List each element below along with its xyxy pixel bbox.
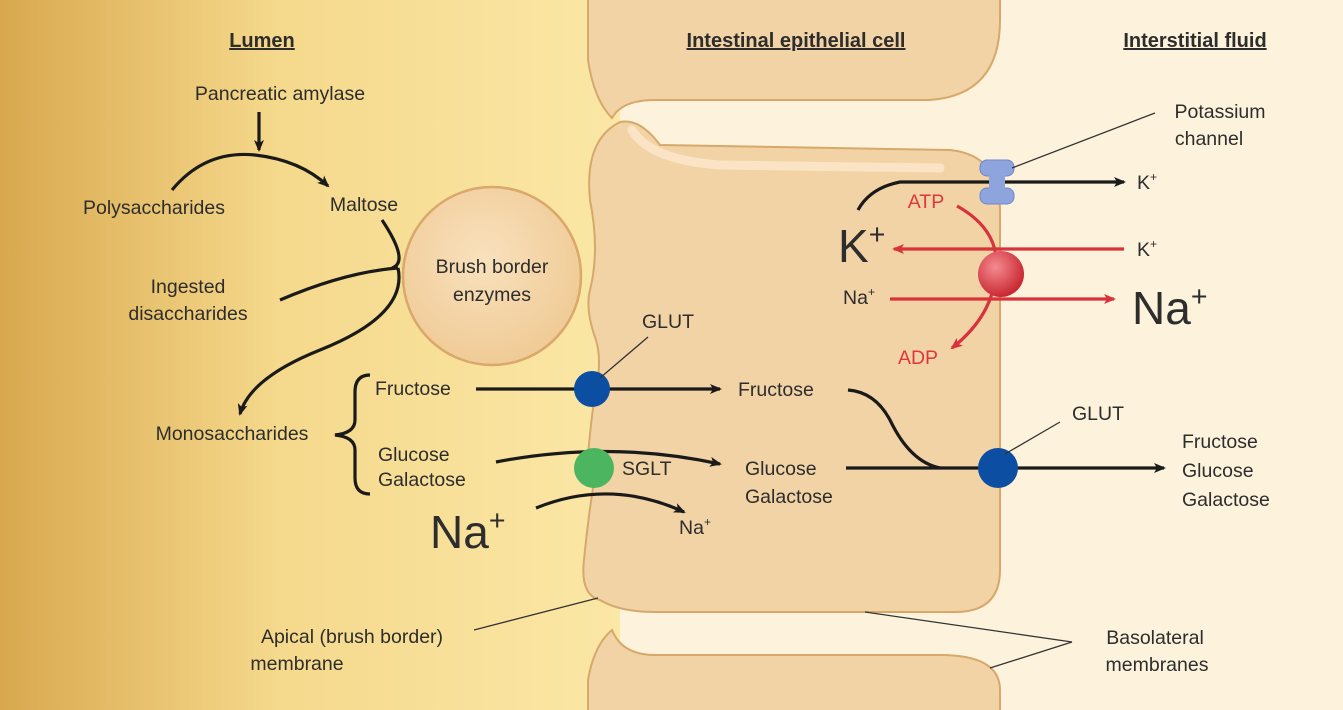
leader-potassium-channel	[1011, 112, 1156, 169]
label-glut-basolateral: GLUT	[1072, 403, 1124, 425]
label-na-lumen: Na+	[430, 505, 505, 558]
label-basolateral-membranes: membranes	[1106, 654, 1209, 676]
label-na-cell: Na+	[679, 515, 711, 539]
label-k-cell: K+	[838, 219, 885, 272]
label-galactose-lumen: Galactose	[378, 469, 466, 491]
label-na-out: Na+	[1132, 281, 1207, 334]
label-ingested: Ingested	[151, 276, 226, 298]
label-fructose-lumen: Fructose	[375, 378, 451, 400]
label-potassium: Potassium	[1174, 101, 1265, 123]
label-atp: ATP	[908, 191, 944, 213]
potassium-channel	[979, 159, 1015, 205]
line-fructose-basolateral	[847, 388, 941, 470]
label-k-out-pump: K+	[1137, 237, 1157, 261]
label-apical-membrane: membrane	[250, 653, 343, 675]
label-k-out-channel: K+	[1137, 170, 1157, 194]
glut-transporter-basolateral	[978, 448, 1018, 488]
label-channel: channel	[1175, 128, 1243, 150]
glut-transporter-apical	[574, 371, 610, 407]
label-pancreatic-amylase: Pancreatic amylase	[195, 83, 365, 105]
cell-highlight	[627, 125, 945, 173]
label-galactose-cell: Galactose	[745, 486, 833, 508]
label-disaccharides: disaccharides	[128, 303, 247, 325]
label-glucose-lumen: Glucose	[378, 444, 450, 466]
label-brush-border: Brush border	[436, 256, 549, 278]
leader-basolateral-2	[989, 641, 1073, 669]
label-fructose-out: Fructose	[1182, 431, 1258, 453]
leader-glut-basolateral	[1004, 421, 1061, 455]
label-glut-apical: GLUT	[642, 311, 694, 333]
brush-border-enzymes	[401, 185, 583, 367]
arrow-glucose-apical	[495, 449, 722, 467]
line-maltose-curve	[380, 219, 401, 270]
sglt-transporter	[574, 448, 614, 488]
brace	[334, 373, 371, 496]
label-galactose-out: Galactose	[1182, 489, 1270, 511]
leader-basolateral-1	[864, 611, 1073, 643]
label-enzymes: enzymes	[453, 284, 531, 306]
leader-glut-apical	[599, 336, 649, 379]
neighbor-cell-top	[587, 0, 1001, 120]
arrow-polysaccharides-to-maltose	[170, 152, 330, 192]
label-adp: ADP	[898, 347, 938, 369]
arrow-na-apical	[535, 492, 686, 514]
label-na-cell-pump: Na+	[843, 285, 875, 309]
header-cell: Intestinal epithelial cell	[687, 30, 906, 52]
label-basolateral: Basolateral	[1106, 627, 1204, 649]
arrow-k-channel	[856, 177, 1126, 211]
leader-apical-membrane	[473, 597, 599, 631]
label-glucose-cell: Glucose	[745, 458, 817, 480]
label-maltose: Maltose	[330, 194, 398, 216]
neighbor-cell-bottom	[587, 628, 1001, 710]
label-monosaccharides: Monosaccharides	[156, 423, 309, 445]
label-glucose-out: Glucose	[1182, 460, 1254, 482]
label-apical: Apical (brush border)	[261, 626, 443, 648]
sodium-potassium-pump	[978, 251, 1024, 297]
label-sglt: SGLT	[622, 458, 672, 480]
header-interstitial: Interstitial fluid	[1123, 30, 1266, 52]
label-polysaccharides: Polysaccharides	[83, 197, 225, 219]
arrow-to-monosaccharides	[237, 267, 401, 416]
label-fructose-cell: Fructose	[738, 379, 814, 401]
line-disaccharides-curve	[279, 266, 399, 302]
header-lumen: Lumen	[229, 30, 295, 52]
